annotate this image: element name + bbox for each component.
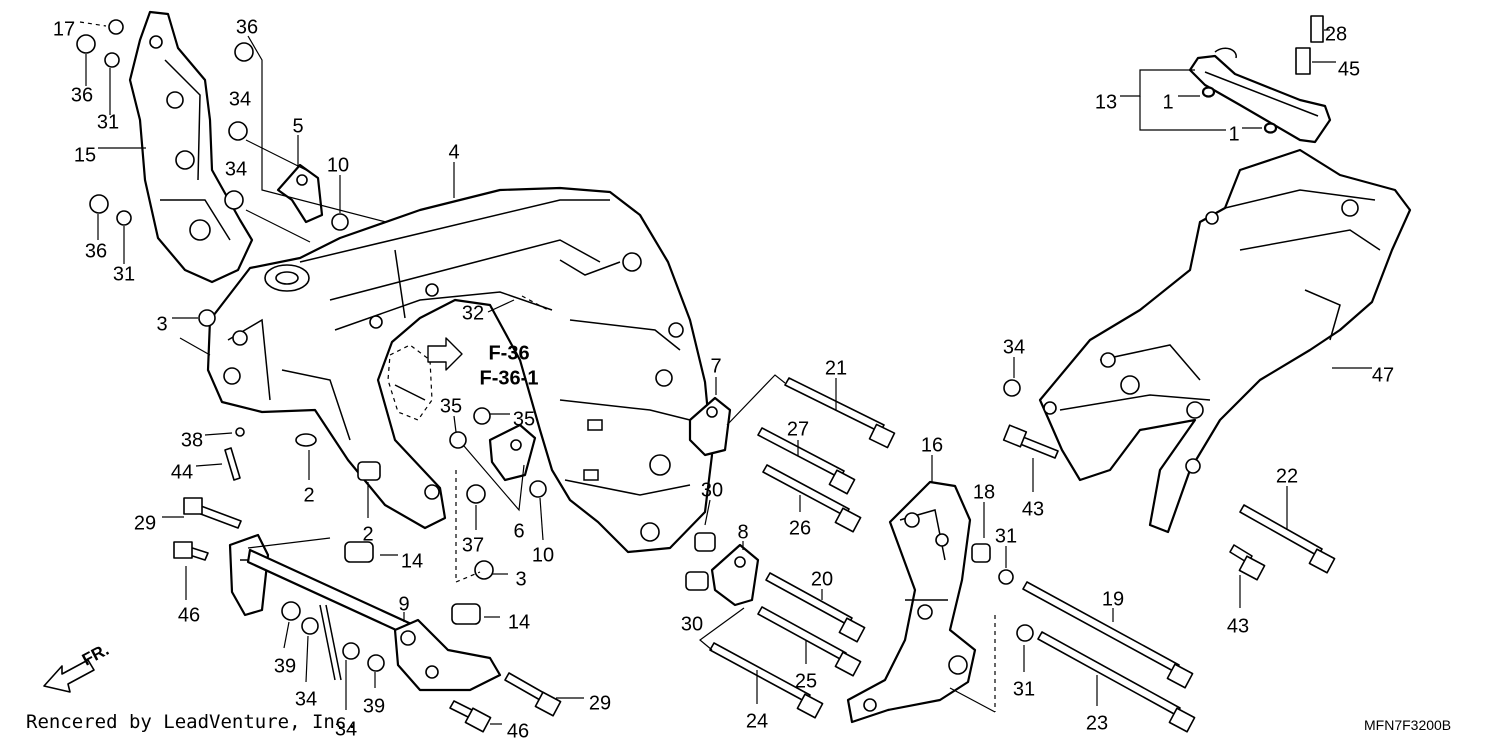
- callout-36: 36: [85, 240, 107, 262]
- callout-15: 15: [74, 144, 96, 166]
- callout-29: 29: [134, 512, 156, 534]
- bracket-7: [688, 396, 732, 457]
- rendering-credit: Rencered by LeadVenture, Inc.: [26, 711, 358, 733]
- callout-31: 31: [113, 263, 135, 285]
- callout-38: 38: [181, 429, 203, 451]
- callout-5: 5: [292, 115, 303, 137]
- callout-34: 34: [225, 158, 247, 180]
- nuts-washers: [76, 19, 1034, 672]
- callout-8: 8: [737, 521, 748, 543]
- seat-stay: [1188, 47, 1332, 144]
- left-hanger-bracket: [128, 10, 254, 284]
- callout-21: 21: [825, 357, 847, 379]
- bracket-8: [710, 543, 760, 607]
- reference-ref-f36: F-36: [488, 342, 529, 364]
- callout-46: 46: [178, 604, 200, 626]
- callout-34: 34: [295, 688, 317, 710]
- callout-3: 3: [515, 568, 526, 590]
- callout-4: 4: [448, 141, 459, 163]
- callout-45: 45: [1338, 58, 1360, 80]
- callout-31: 31: [995, 525, 1017, 547]
- callout-20: 20: [811, 568, 833, 590]
- bracket-5: [276, 163, 324, 224]
- callout-13: 13: [1095, 91, 1117, 113]
- leader-lines: [79, 21, 1372, 725]
- callout-46: 46: [507, 720, 529, 742]
- reference-arrow: [427, 337, 463, 371]
- callout-47: 47: [1372, 364, 1394, 386]
- callout-10: 10: [327, 154, 349, 176]
- callout-24: 24: [746, 710, 768, 732]
- callout-16: 16: [921, 434, 943, 456]
- bolts: [173, 15, 1336, 733]
- callout-27: 27: [787, 418, 809, 440]
- callout-44: 44: [171, 461, 193, 483]
- rear-subframe: [1038, 148, 1412, 534]
- callout-2: 2: [303, 484, 314, 506]
- callout-35: 35: [440, 395, 462, 417]
- front-direction-arrow: [43, 659, 95, 693]
- callout-39: 39: [363, 695, 385, 717]
- callout-23: 23: [1086, 712, 1108, 734]
- callout-31: 31: [97, 111, 119, 133]
- callout-34: 34: [229, 88, 251, 110]
- callout-6: 6: [513, 520, 524, 542]
- callout-14: 14: [508, 611, 530, 633]
- callout-26: 26: [789, 517, 811, 539]
- callout-28: 28: [1325, 23, 1347, 45]
- callout-43: 43: [1227, 615, 1249, 637]
- diagram-code: MFN7F3200B: [1364, 717, 1452, 733]
- bracket-6: [488, 423, 537, 482]
- callout-19: 19: [1102, 588, 1124, 610]
- callout-34: 34: [1003, 336, 1025, 358]
- callout-17: 17: [53, 18, 75, 40]
- reference-ref-f361: F-36-1: [480, 367, 539, 389]
- callout-9: 9: [398, 593, 409, 615]
- main-frame: [206, 186, 714, 554]
- reference-labels: F-36F-36-1: [480, 342, 539, 389]
- callout-37: 37: [462, 534, 484, 556]
- callout-3: 3: [156, 313, 167, 335]
- lower-cross-pipe: [228, 533, 502, 692]
- callout-7: 7: [710, 355, 721, 377]
- engine-outline: [387, 344, 433, 421]
- callout-22: 22: [1276, 465, 1298, 487]
- callout-36: 36: [236, 16, 258, 38]
- callout-34: 34: [335, 718, 357, 740]
- callout-10: 10: [532, 544, 554, 566]
- callout-14: 14: [401, 550, 423, 572]
- callout-1: 1: [1162, 91, 1173, 113]
- callout-35: 35: [513, 408, 535, 430]
- callout-31: 31: [1013, 678, 1035, 700]
- callout-25: 25: [795, 670, 817, 692]
- right-engine-hanger: [846, 480, 977, 724]
- callout-18: 18: [973, 481, 995, 503]
- callout-30: 30: [681, 613, 703, 635]
- callout-43: 43: [1022, 498, 1044, 520]
- callout-36: 36: [71, 84, 93, 106]
- callout-32: 32: [462, 302, 484, 324]
- callout-39: 39: [274, 655, 296, 677]
- callout-29: 29: [589, 692, 611, 714]
- callout-1: 1: [1228, 123, 1239, 145]
- callout-30: 30: [701, 479, 723, 501]
- callout-2: 2: [362, 523, 373, 545]
